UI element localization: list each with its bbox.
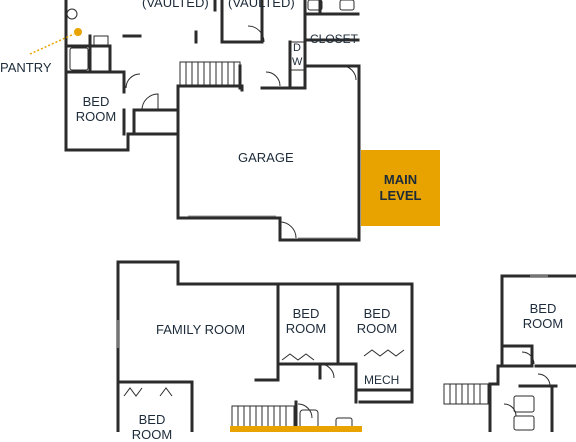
right-level-walls <box>488 274 576 432</box>
pantry-leader <box>29 33 75 55</box>
right-stairs <box>443 383 489 405</box>
main-fixtures <box>66 0 355 71</box>
floor-plan <box>29 0 576 432</box>
bed-room-label-right: BED ROOM <box>522 301 564 331</box>
main-level-badge: MAIN LEVEL <box>361 150 440 226</box>
lower-fixtures <box>123 349 405 431</box>
bed-room-label-lower-1: BED ROOM <box>285 306 327 336</box>
main-stairs <box>179 61 241 87</box>
bed-room-label-lower-3: BED ROOM <box>131 412 173 442</box>
pantry-marker <box>74 28 82 36</box>
vaulted-label-right: (VAULTED) <box>228 0 295 10</box>
door-swings <box>125 25 357 239</box>
garage-label: GARAGE <box>238 150 294 165</box>
dryer-label: D <box>293 42 301 54</box>
right-fixtures <box>503 351 551 431</box>
bed-room-label-main: BED ROOM <box>75 94 117 124</box>
lower-level-badge <box>230 426 362 432</box>
washer-dryer-box <box>290 41 306 71</box>
bed-room-label-lower-2: BED ROOM <box>356 306 398 336</box>
washer-label: W <box>292 56 303 68</box>
lower-level-walls <box>116 260 414 432</box>
main-level-walls <box>64 0 361 242</box>
vaulted-label-left: (VAULTED) <box>142 0 209 10</box>
mech-label: MECH <box>364 373 400 387</box>
closet-label: CLOSET <box>310 32 359 46</box>
pantry-label: PANTRY <box>0 60 52 75</box>
family-room-label: FAMILY ROOM <box>156 322 246 337</box>
